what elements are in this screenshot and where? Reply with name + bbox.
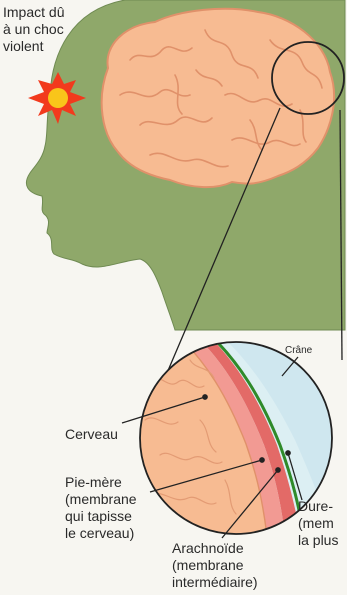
impact-label: Impact dû à un choc violent bbox=[3, 4, 64, 55]
dure-mere-label: Dure- (mem la plus bbox=[298, 498, 338, 549]
crane-label: Crâne bbox=[285, 345, 312, 357]
brain-shape bbox=[102, 9, 334, 187]
pie-mere-label: Pie-mère (membrane qui tapisse le cervea… bbox=[65, 474, 137, 542]
cerveau-label: Cerveau bbox=[65, 426, 118, 443]
arachnoide-label: Arachnoïde (membrane intermédiaire) bbox=[172, 540, 258, 591]
